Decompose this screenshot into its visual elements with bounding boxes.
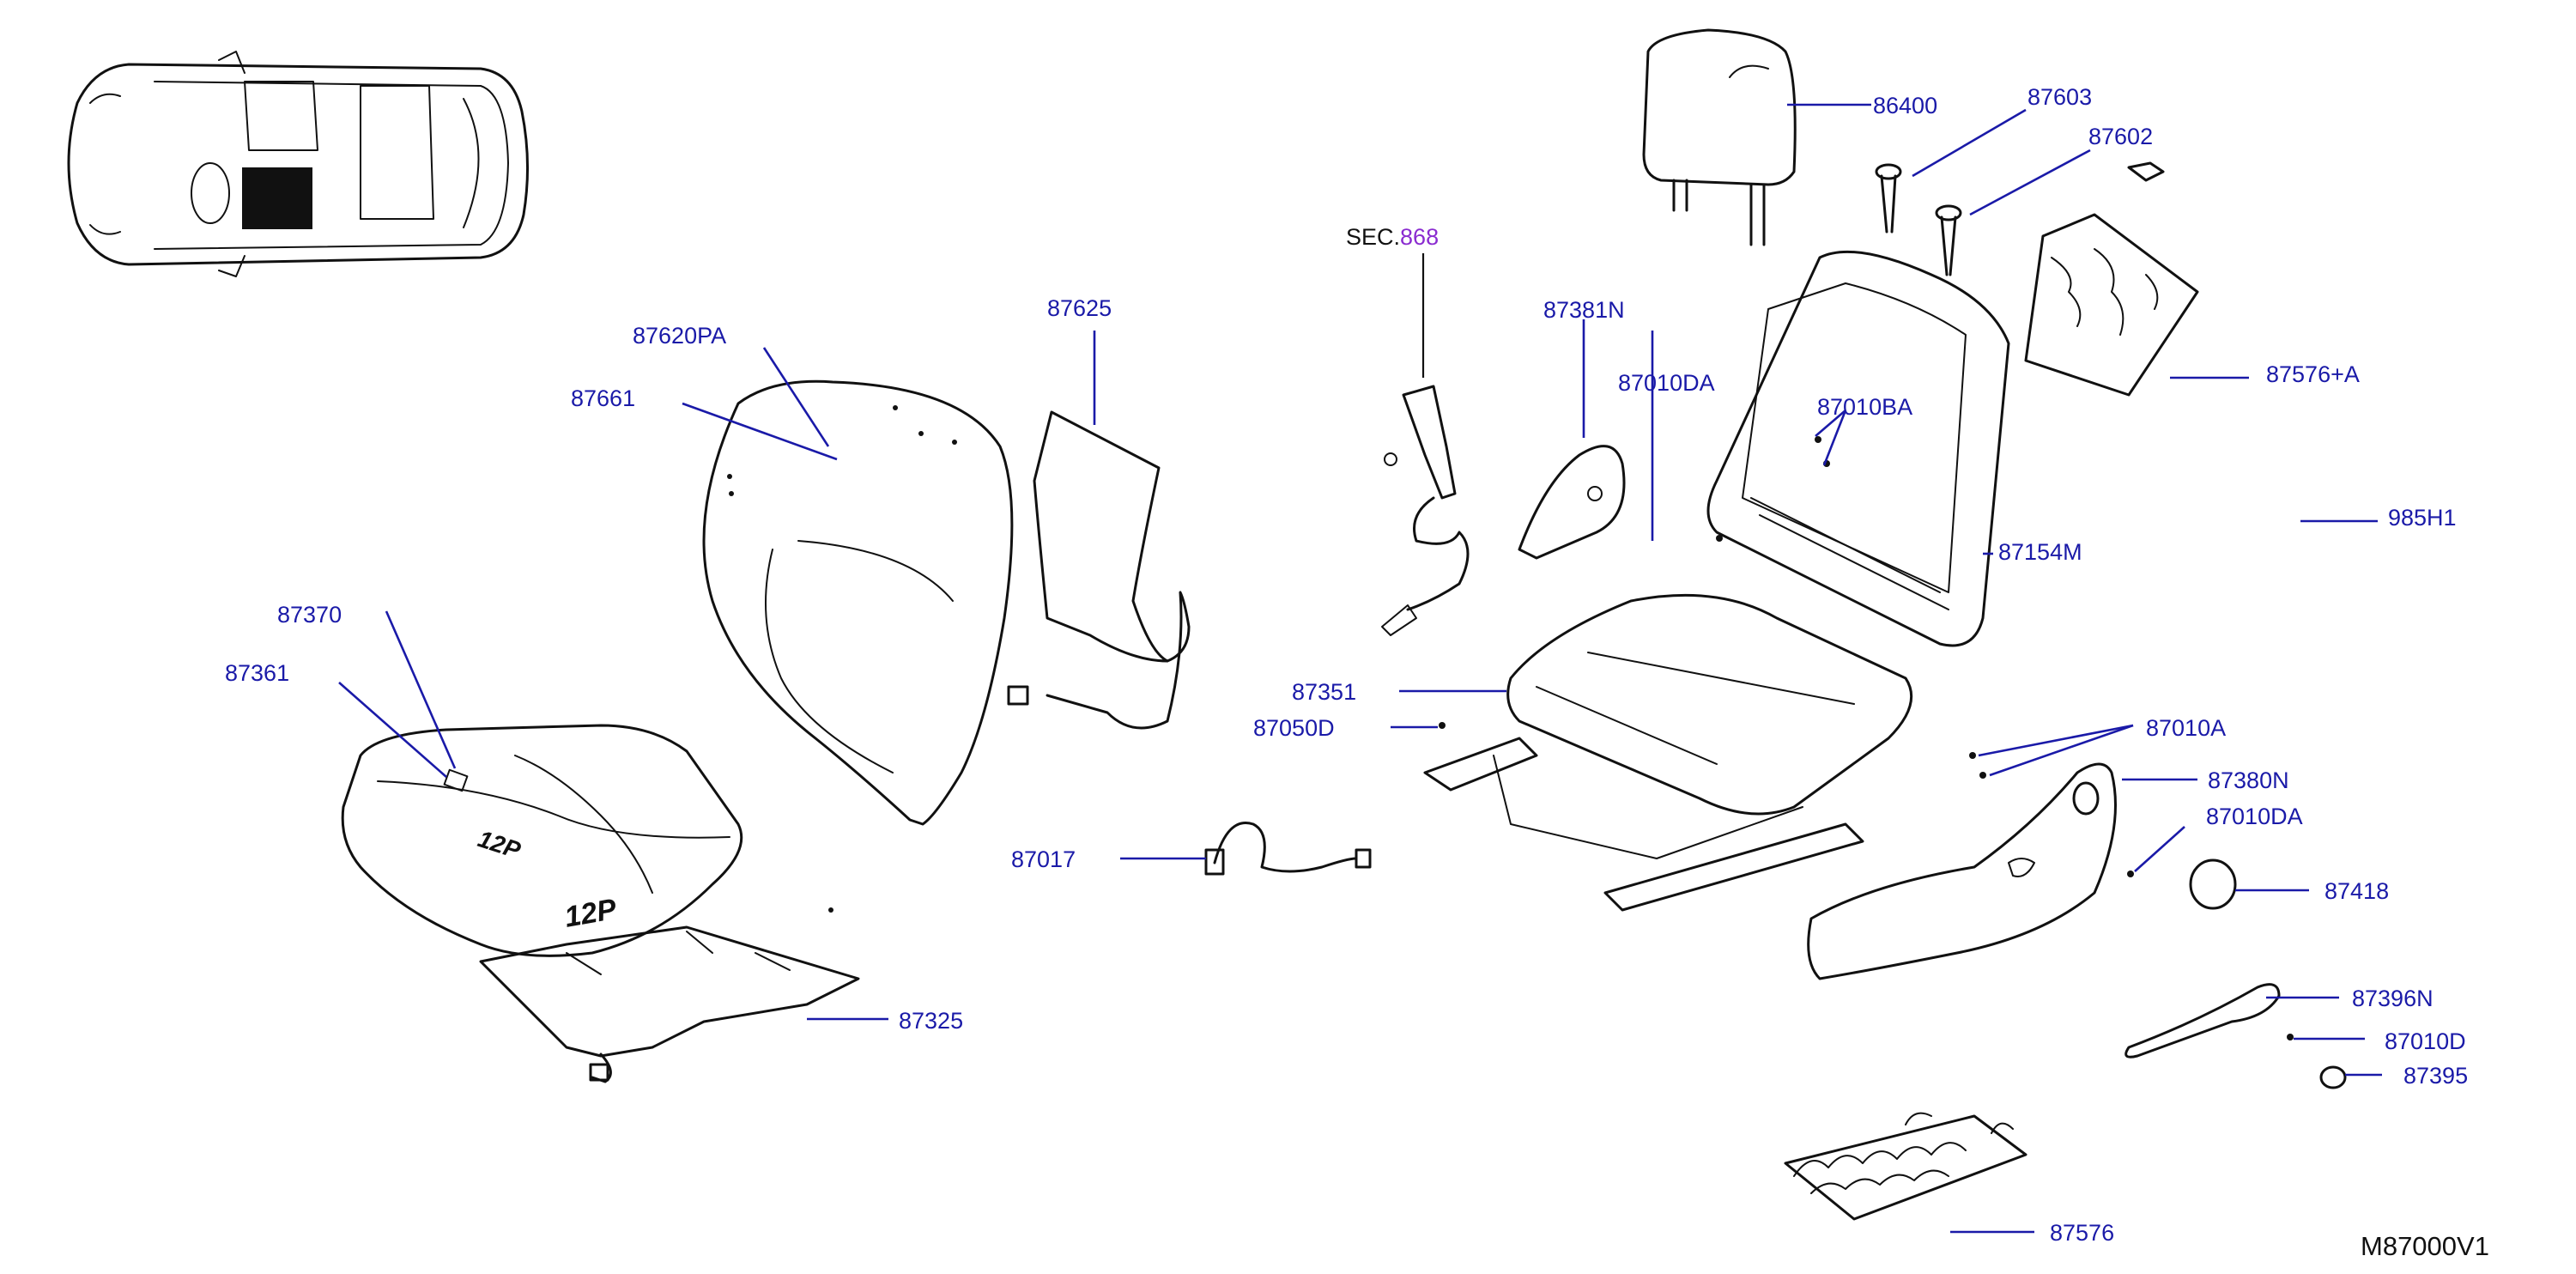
vehicle-locator-icon <box>67 51 530 277</box>
part-label-87154M[interactable]: 87154M <box>1998 539 2082 565</box>
part-label-87661[interactable]: 87661 <box>571 385 635 411</box>
part-label-87576[interactable]: 87576 <box>2050 1220 2114 1246</box>
part-label-87602[interactable]: 87602 <box>2088 124 2153 149</box>
lever-icon <box>2124 983 2281 1059</box>
cushion-spring-icon <box>1784 1112 2027 1221</box>
part-label-87010A[interactable]: 87010A <box>2146 715 2226 741</box>
seat-cushion-icon: 12P 12P <box>341 724 743 957</box>
part-label-87010D[interactable]: 87010D <box>2385 1028 2466 1054</box>
part-label-86400[interactable]: 86400 <box>1873 93 1937 118</box>
part-label-985H1[interactable]: 985H1 <box>2388 505 2457 531</box>
part-label-87620PA[interactable]: 87620PA <box>633 323 726 349</box>
part-label-87418[interactable]: 87418 <box>2324 878 2389 904</box>
seat-back-icon <box>702 379 1014 826</box>
headrest-icon <box>1642 28 1797 246</box>
sec-reference-number[interactable]: 868 <box>1400 224 1439 250</box>
seat-side-cover-icon <box>1807 762 2117 980</box>
inner-trim-icon <box>1518 445 1626 560</box>
part-label-87576A[interactable]: 87576+A <box>2266 361 2360 387</box>
leader-lines <box>338 103 2382 1234</box>
part-label-87603[interactable]: 87603 <box>2027 84 2092 110</box>
part-label-87370[interactable]: 87370 <box>277 602 342 628</box>
part-label-87010DA-bottom[interactable]: 87010DA <box>2206 804 2303 829</box>
part-label-87017[interactable]: 87017 <box>1011 846 1076 872</box>
seat-marking: 12P <box>562 893 619 934</box>
part-labels: 86400 87603 87602 87576+A 985H1 87154M 8… <box>225 84 2489 1261</box>
part-label-87325[interactable]: 87325 <box>899 1008 963 1034</box>
seat-belt-buckle-icon <box>1381 385 1470 636</box>
part-label-87625[interactable]: 87625 <box>1047 295 1112 321</box>
diagram-code: M87000V1 <box>2361 1231 2489 1261</box>
part-label-87010BA[interactable]: 87010BA <box>1817 394 1912 420</box>
part-label-87010DA-top[interactable]: 87010DA <box>1618 370 1715 396</box>
part-label-87381N[interactable]: 87381N <box>1543 297 1625 323</box>
part-label-87050D[interactable]: 87050D <box>1253 715 1335 741</box>
part-label-87395[interactable]: 87395 <box>2403 1063 2468 1089</box>
seat-marking: 12P <box>475 825 524 864</box>
headrest-guide-icon <box>1875 161 2165 276</box>
sec-reference-prefix: SEC. <box>1346 224 1400 250</box>
part-label-87396N[interactable]: 87396N <box>2352 986 2434 1011</box>
knob-icon <box>2189 858 2237 910</box>
part-label-87361[interactable]: 87361 <box>225 660 289 686</box>
cushion-heater-icon <box>479 925 860 1083</box>
sec-reference-link[interactable]: SEC.868 <box>1346 224 1439 250</box>
back-heater-icon <box>1007 410 1191 730</box>
seat-adjuster-icon <box>1423 593 1913 912</box>
fastener-icon <box>727 436 2294 1040</box>
part-label-87380N[interactable]: 87380N <box>2208 767 2289 793</box>
part-label-87351[interactable]: 87351 <box>1292 679 1356 705</box>
wiring-harness-icon <box>1204 822 1372 876</box>
clip-icon <box>2319 1065 2347 1089</box>
seat-frame-icon <box>1706 213 2199 647</box>
